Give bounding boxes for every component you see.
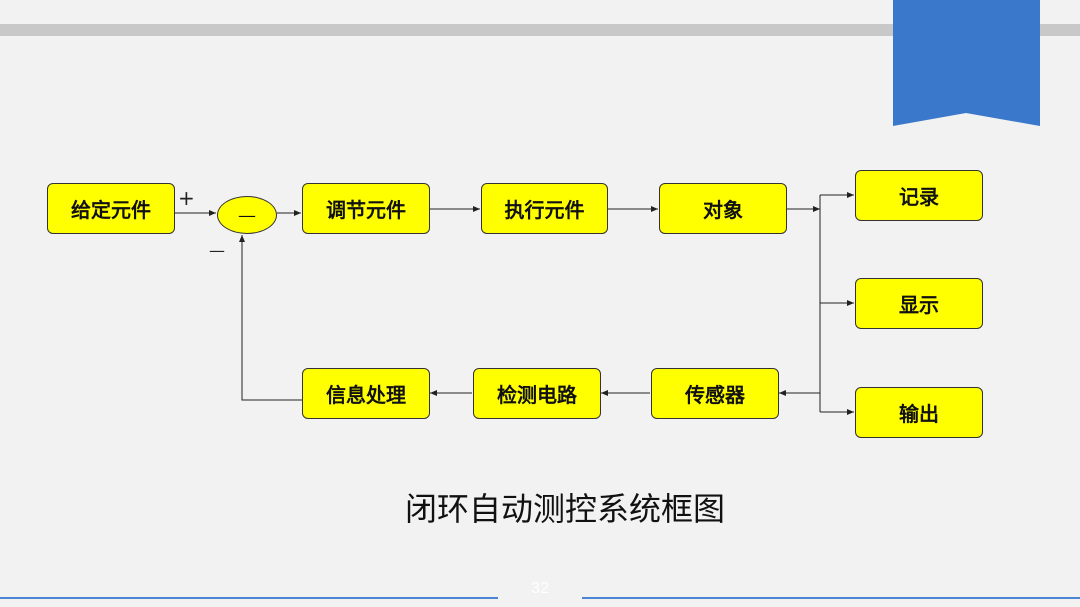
block-regulator-label: 调节元件: [326, 198, 406, 222]
block-object-label: 对象: [703, 198, 743, 222]
top-bar: [0, 24, 1080, 36]
block-sensor-label: 传感器: [685, 383, 745, 407]
summing-junction: —: [217, 196, 277, 234]
block-record-label: 记录: [899, 185, 939, 209]
block-actuator-label: 执行元件: [504, 198, 585, 222]
plus-sign: +: [178, 186, 195, 210]
block-sensor: 传感器: [651, 368, 779, 419]
block-detection-circuit: 检测电路: [473, 368, 601, 419]
block-given-label: 给定元件: [71, 198, 151, 222]
block-actuator: 执行元件: [481, 183, 608, 234]
summing-junction-symbol: —: [238, 204, 256, 226]
block-record: 记录: [855, 170, 983, 221]
block-display-label: 显示: [899, 293, 939, 317]
minus-sign: —: [209, 241, 225, 260]
block-output-label: 输出: [899, 402, 939, 426]
block-processing-label: 信息处理: [326, 383, 406, 407]
block-detection-label: 检测电路: [497, 383, 577, 407]
footer-line-right: [582, 597, 1080, 599]
block-output: 输出: [855, 387, 983, 438]
block-object: 对象: [659, 183, 787, 234]
feedback-line: [239, 235, 302, 401]
page-number: 32: [531, 580, 549, 597]
block-info-processing: 信息处理: [302, 368, 430, 419]
block-display: 显示: [855, 278, 983, 329]
footer-line-left: [0, 597, 498, 599]
block-regulator: 调节元件: [302, 183, 430, 234]
block-given-element: 给定元件: [47, 183, 175, 234]
diagram-caption: 闭环自动测控系统框图: [404, 490, 725, 528]
bookmark-ribbon: [893, 0, 1040, 126]
